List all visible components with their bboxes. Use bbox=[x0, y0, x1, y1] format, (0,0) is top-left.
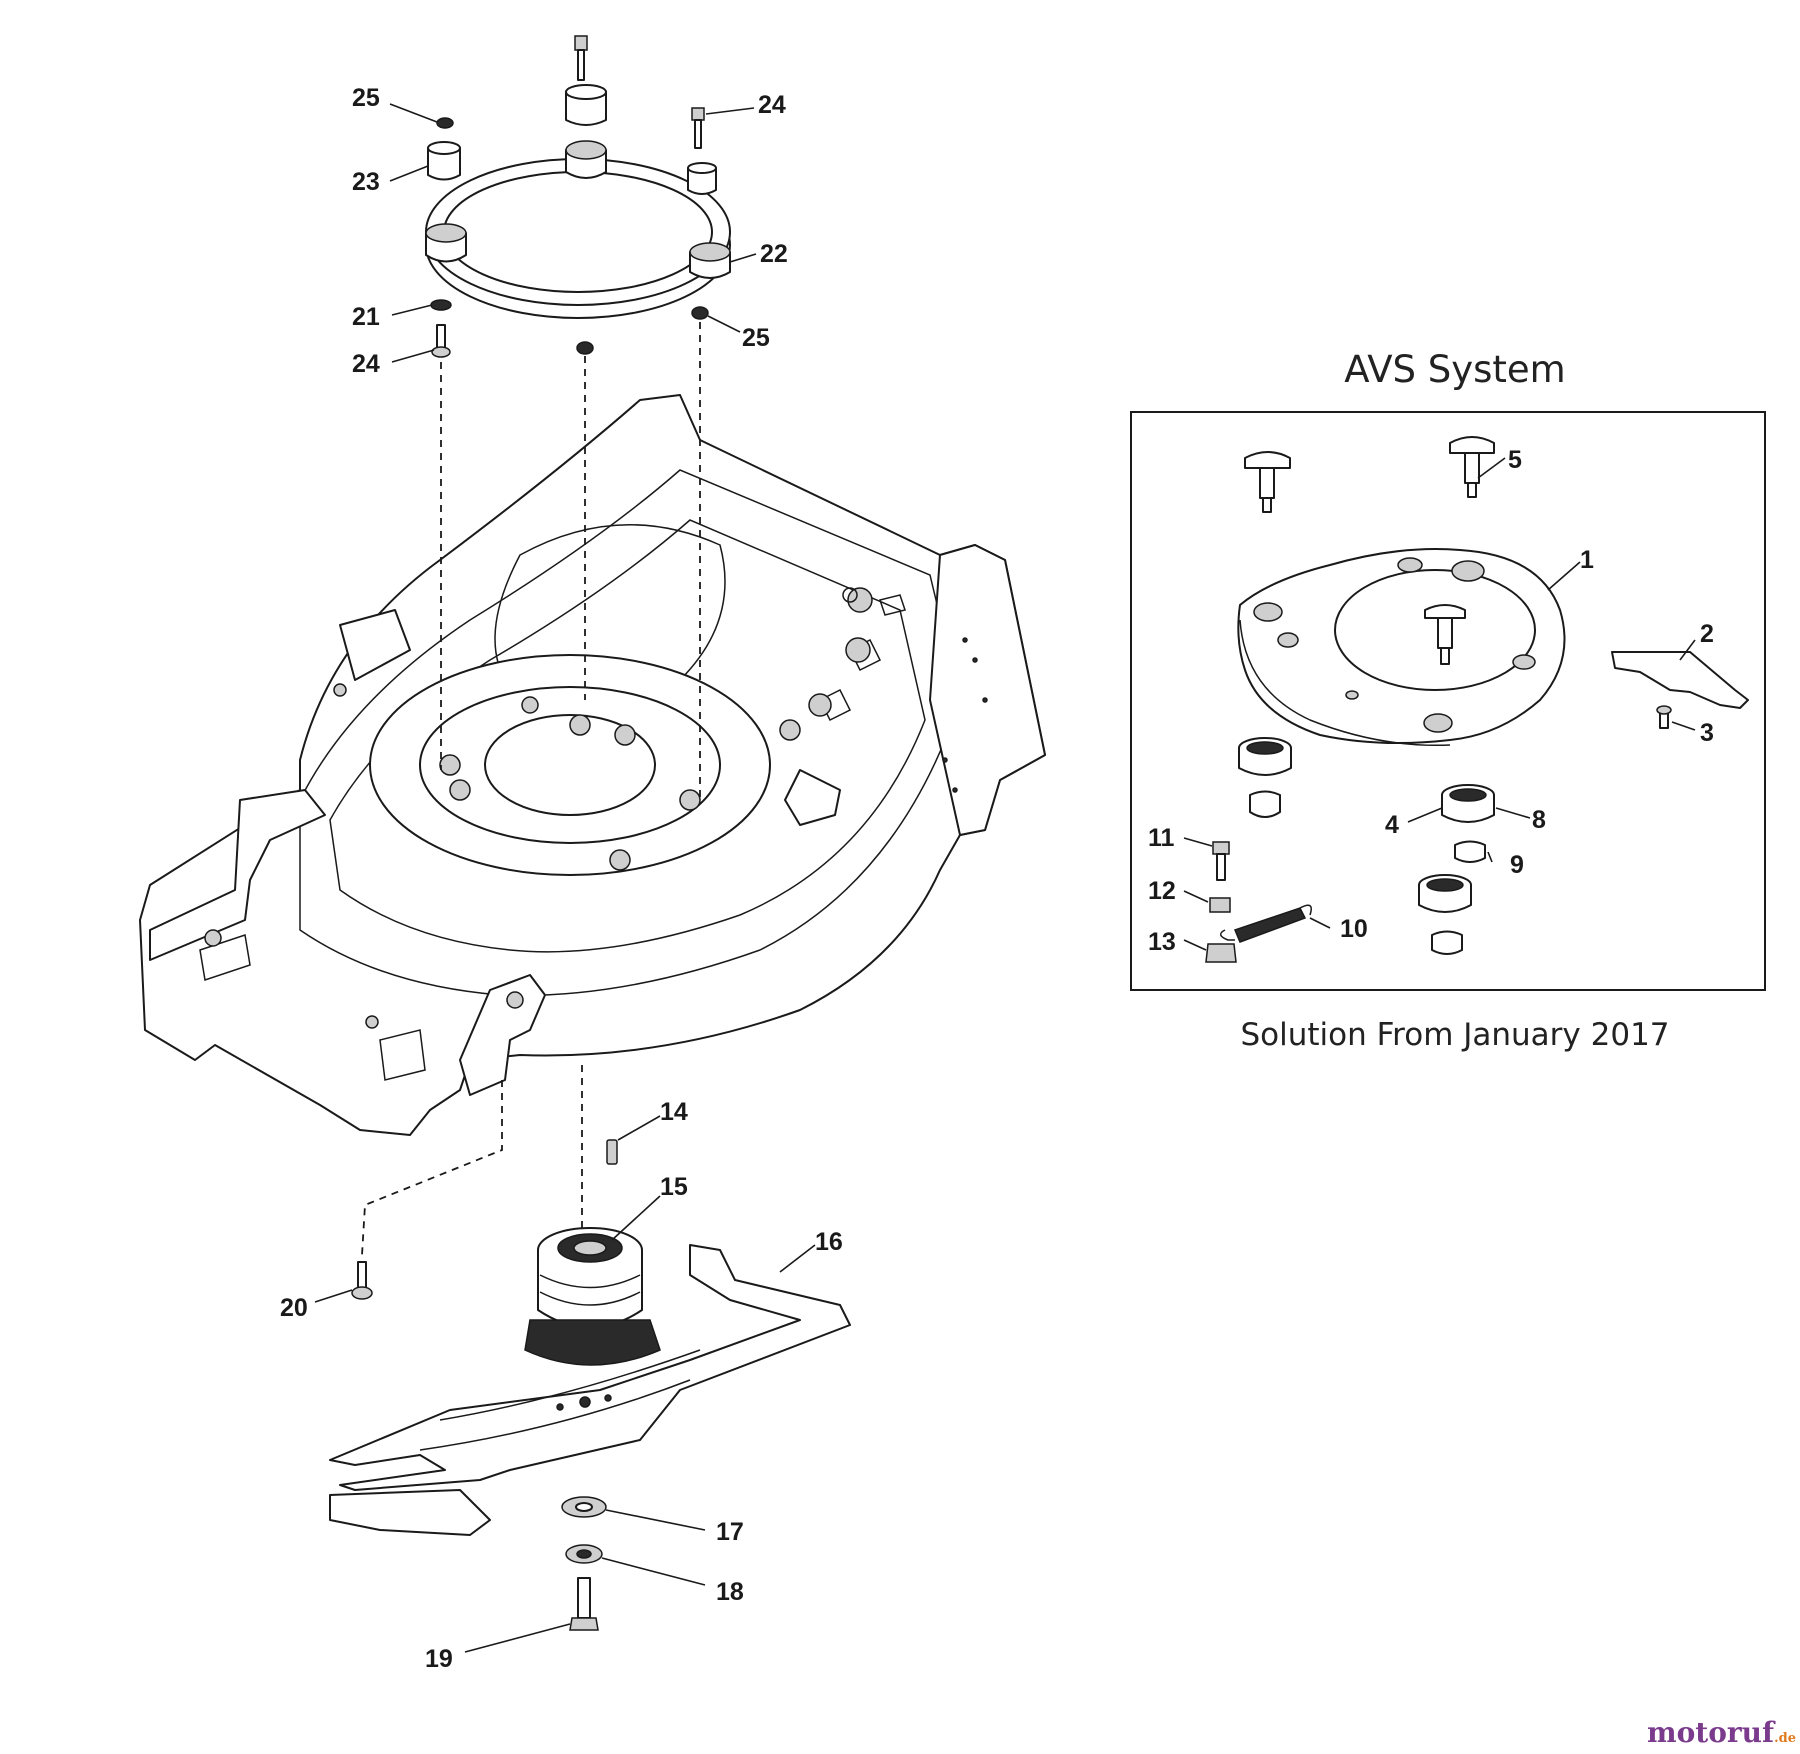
callout-23: 23 bbox=[352, 168, 380, 196]
callout-21: 21 bbox=[352, 303, 380, 331]
callout-15: 15 bbox=[660, 1173, 688, 1201]
callout-18: 18 bbox=[716, 1578, 744, 1606]
callout-17: 17 bbox=[716, 1518, 744, 1546]
callout-1: 1 bbox=[1580, 546, 1594, 574]
callout-9: 9 bbox=[1510, 851, 1524, 879]
watermark-suffix: .de bbox=[1774, 1731, 1796, 1746]
callout-24-top: 24 bbox=[758, 91, 786, 119]
mower-deck bbox=[139, 394, 1046, 1136]
callout-4: 4 bbox=[1385, 811, 1399, 839]
callout-25-top: 25 bbox=[352, 84, 380, 112]
callout-16: 16 bbox=[815, 1228, 843, 1256]
callout-13: 13 bbox=[1148, 928, 1176, 956]
avs-caption: Solution From January 2017 bbox=[1240, 1017, 1669, 1053]
callout-11: 11 bbox=[1148, 824, 1175, 852]
callout-5: 5 bbox=[1508, 446, 1522, 474]
watermark-main: motoruf bbox=[1647, 1716, 1776, 1749]
callout-10: 10 bbox=[1340, 915, 1368, 943]
callout-2: 2 bbox=[1700, 620, 1714, 648]
blade-assembly bbox=[329, 1065, 851, 1631]
top-ring-assembly bbox=[425, 35, 731, 800]
avs-title: AVS System bbox=[1344, 348, 1565, 391]
bolt-part bbox=[574, 35, 588, 51]
callout-19: 19 bbox=[425, 1645, 453, 1673]
callout-25-bottom: 25 bbox=[742, 324, 770, 352]
watermark-logo: motoruf.de bbox=[1647, 1716, 1796, 1749]
callout-3: 3 bbox=[1700, 719, 1714, 747]
callout-22: 22 bbox=[760, 240, 788, 268]
callout-20: 20 bbox=[280, 1294, 308, 1322]
avs-parts bbox=[1205, 436, 1749, 963]
callout-14: 14 bbox=[660, 1098, 688, 1126]
callout-8: 8 bbox=[1532, 806, 1546, 834]
callout-12: 12 bbox=[1148, 877, 1176, 905]
callout-leaders bbox=[314, 103, 816, 1653]
callout-24-bottom: 24 bbox=[352, 350, 380, 378]
avs-leaders bbox=[1183, 457, 1696, 951]
callout-labels: 25 24 23 22 21 25 24 14 15 16 20 17 18 1… bbox=[280, 84, 1714, 1673]
